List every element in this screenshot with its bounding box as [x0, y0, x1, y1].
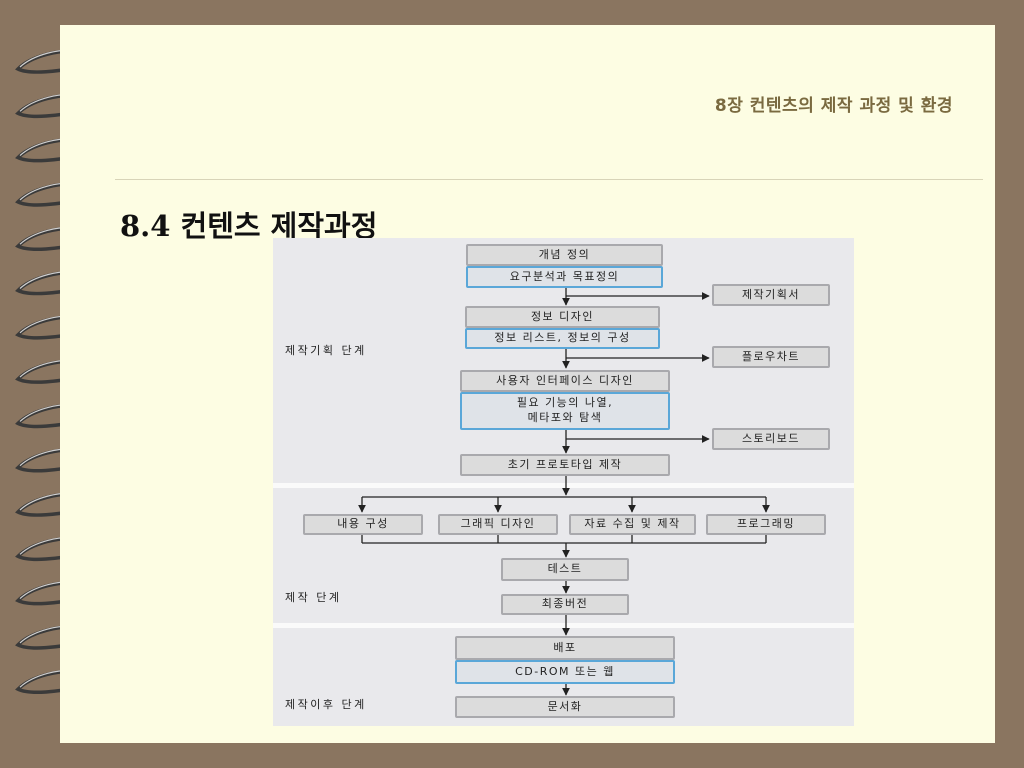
information-design-box: 정보 디자인: [465, 306, 660, 328]
documentation-box: 문서화: [455, 696, 675, 718]
flow-arrows: [358, 288, 770, 696]
stage-label-production: 제작 단계: [285, 591, 342, 604]
planning-document-output: 제작기획서: [712, 284, 830, 306]
stage-label-post: 제작이후 단계: [285, 698, 367, 711]
production-process-diagram: 개념 정의 요구분석과 목표정의 제작기획서 정보 디자인 정보 리스트, 정보…: [273, 238, 854, 726]
header-divider: [115, 179, 983, 180]
stage-divider: [273, 623, 854, 628]
information-list-box: 정보 리스트, 정보의 구성: [465, 328, 660, 349]
production-task-programming: 프로그래밍: [706, 514, 826, 535]
stage-label-planning: 제작기획 단계: [285, 344, 367, 357]
section-title: 8.4 컨텐츠 제작과정: [120, 209, 378, 243]
ui-design-detail-line: 필요 기능의 나열,: [516, 396, 614, 410]
test-box: 테스트: [501, 558, 629, 581]
storyboard-output: 스토리보드: [712, 428, 830, 450]
production-task-graphic: 그래픽 디자인: [438, 514, 558, 535]
concept-definition-box: 개념 정의: [466, 244, 663, 266]
ui-design-detail-line: 메타포와 탐색: [527, 411, 603, 424]
initial-prototype-box: 초기 프로토타입 제작: [460, 454, 670, 476]
ui-design-box: 사용자 인터페이스 디자인: [460, 370, 670, 392]
production-task-content: 내용 구성: [303, 514, 423, 535]
flowchart-output: 플로우차트: [712, 346, 830, 368]
requirements-analysis-box: 요구분석과 목표정의: [466, 266, 663, 288]
ui-design-detail-box: 필요 기능의 나열, 메타포와 탐색: [460, 392, 670, 430]
final-version-box: 최종버전: [501, 594, 629, 615]
chapter-title: 8장 컨텐츠의 제작 과정 및 환경: [714, 96, 953, 116]
production-task-assets: 자료 수집 및 제작: [569, 514, 696, 535]
distribution-medium-box: CD-ROM 또는 웹: [455, 660, 675, 684]
distribution-box: 배포: [455, 636, 675, 660]
stage-divider: [273, 483, 854, 488]
